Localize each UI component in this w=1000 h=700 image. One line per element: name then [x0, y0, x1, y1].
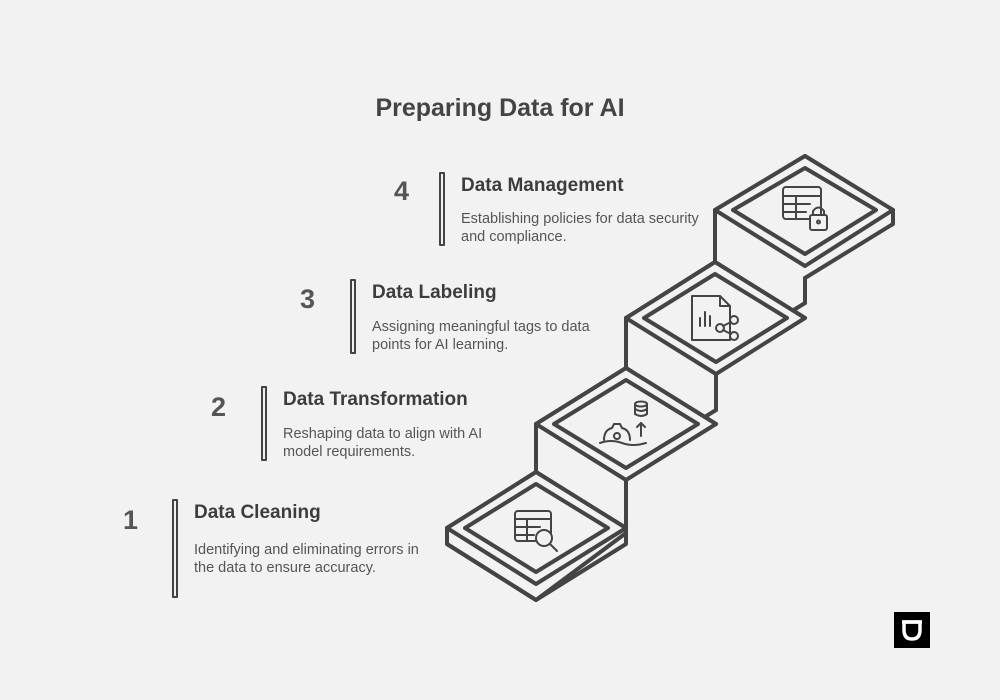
step-title: Data Labeling — [372, 282, 497, 303]
step-divider — [172, 499, 178, 598]
step-description: Establishing policies for data security … — [461, 211, 699, 245]
step-title: Data Management — [461, 175, 624, 196]
page-title: Preparing Data for AI — [375, 94, 625, 122]
step-number: 1 — [123, 505, 139, 535]
step-number: 4 — [394, 176, 410, 206]
gear-database-icon — [599, 400, 648, 446]
brand-logo — [894, 612, 930, 648]
step-description: Assigning meaningful tags to data points… — [372, 319, 590, 353]
table-search-icon — [514, 510, 558, 552]
table-lock-icon — [782, 186, 828, 231]
step-divider — [261, 386, 267, 461]
step-divider — [350, 279, 356, 354]
step-divider — [439, 172, 445, 246]
step-description: Reshaping data to align with AI model re… — [283, 426, 483, 460]
step-number: 2 — [211, 392, 227, 422]
logo-icon — [902, 620, 922, 641]
document-chart-share-icon — [691, 295, 739, 341]
step-number: 3 — [300, 284, 316, 314]
step-title: Data Transformation — [283, 389, 468, 410]
step-description: Identifying and eliminating errors in th… — [194, 542, 419, 576]
step-title: Data Cleaning — [194, 502, 321, 523]
